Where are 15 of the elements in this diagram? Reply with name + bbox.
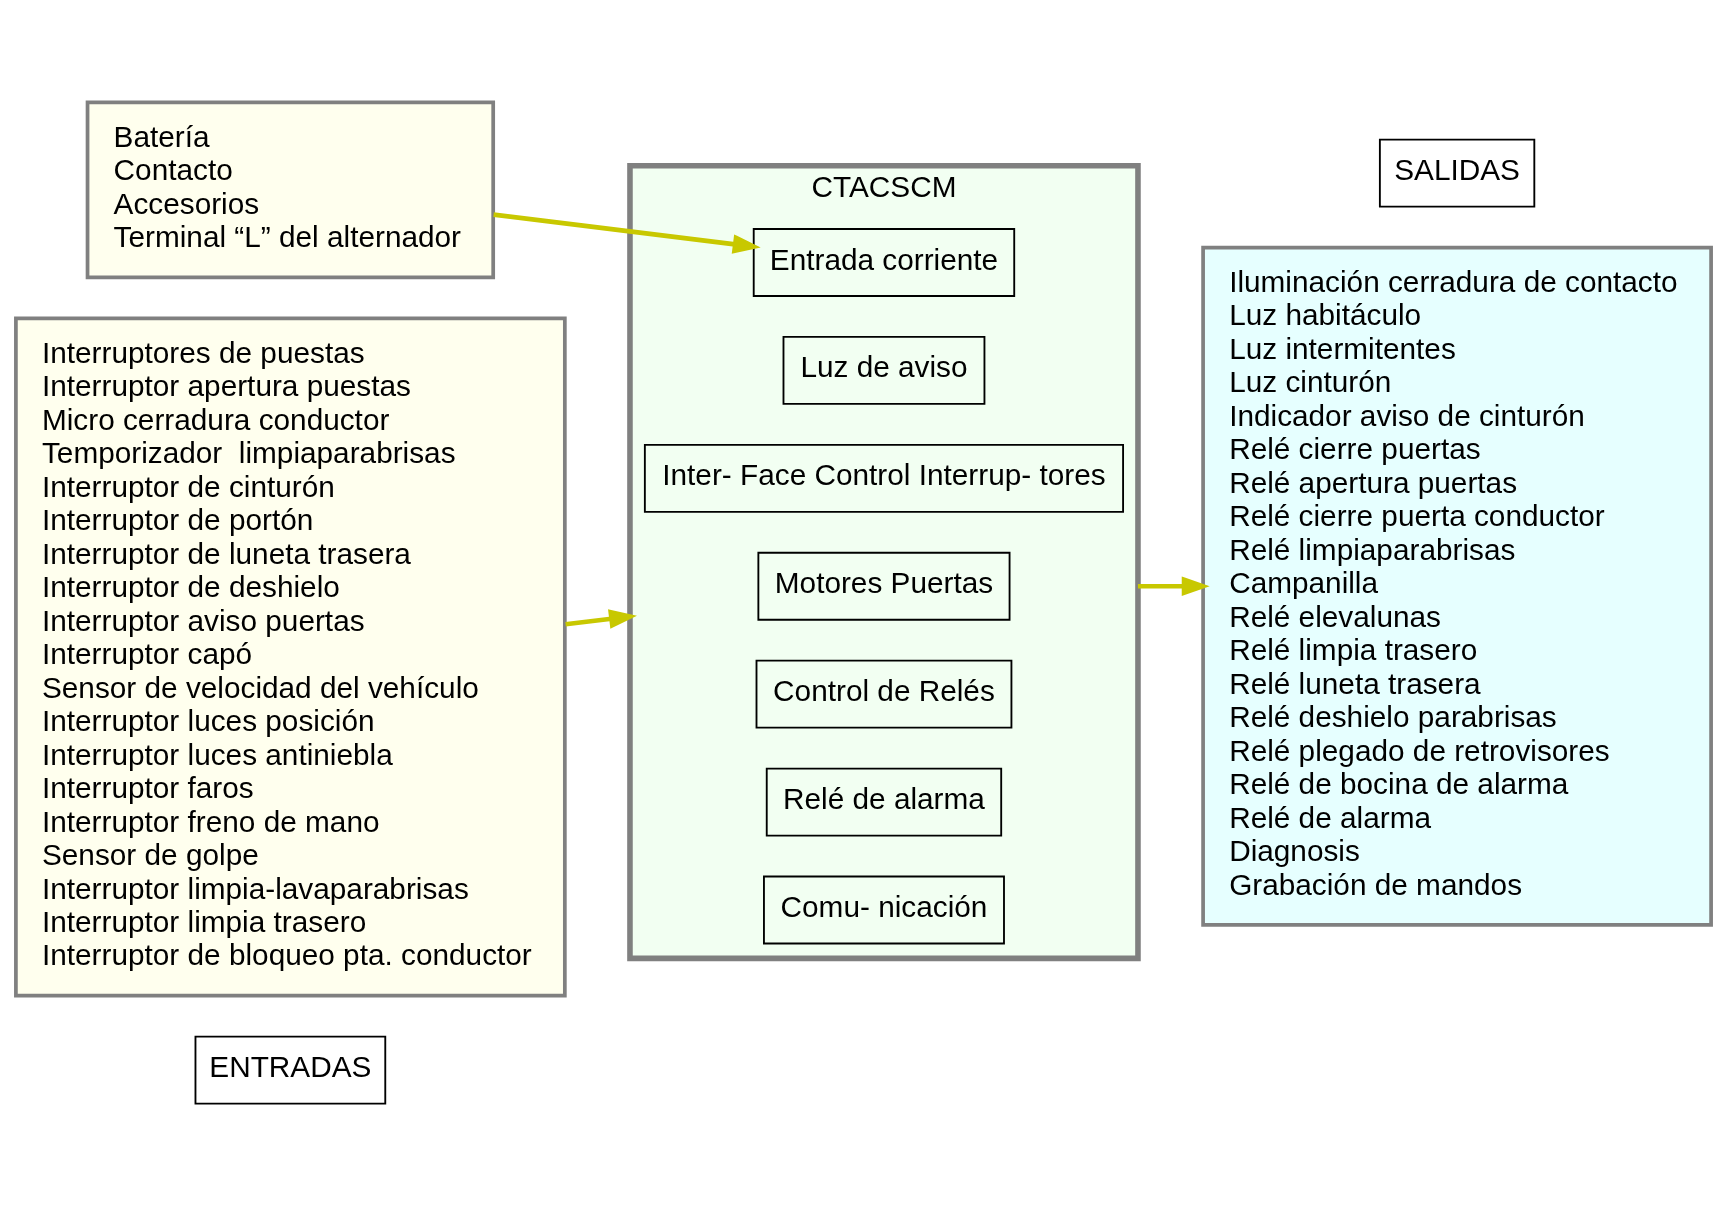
node-box: Entrada corriente (752, 227, 1016, 297)
node-box: Interruptores de puestas Interruptor apertura puestas Micro cerradura conductor Temporizador limpiaparabrisas Interruptor de cinturón Interruptor de portón Interruptor de luneta trasera Interruptor de deshielo Interruptor aviso puertas Interruptor capó Sensor de velocidad del vehículo Interruptor luces posición Interruptor luces antiniebla Interruptor faros Interruptor freno de mano Sensor de golpe Interruptor limpia-lavaparabrisas Interruptor limpia trasero Interruptor de bloqueo pta. conductor (14, 315, 567, 997)
arrow (493, 211, 761, 254)
node-box: Inter- Face Control Interrup- tores (643, 443, 1124, 513)
node-box: SALIDAS (1378, 138, 1536, 208)
arrow (1137, 575, 1210, 596)
node-box: Batería Contacto Accesorios Terminal “L” del alternador (85, 100, 496, 279)
node-box: Comu- nicación (763, 875, 1005, 944)
node-box: Control de Relés (755, 659, 1013, 729)
arrow (565, 608, 637, 629)
node-box: Relé de alarma (765, 767, 1003, 837)
node-box: ENTRADAS (194, 1035, 387, 1104)
node-box: Iluminación cerradura de contacto Luz habitáculo Luz intermitentes Luz cinturón Indicador aviso de cinturón Relé cierre puertas Relé apertura puertas Relé cierre puerta conductor Relé limpiaparabrisas Campanilla Relé elevalunas Relé limpia trasero Relé luneta trasera Relé deshielo parabrisas Relé plegado de retrovisores Relé de bocina de alarma Relé de alarma Diagnosis Grabación de mandos (1201, 245, 1713, 927)
node-box: Motores Puertas (757, 551, 1011, 621)
node-box: Luz de aviso (782, 335, 986, 405)
